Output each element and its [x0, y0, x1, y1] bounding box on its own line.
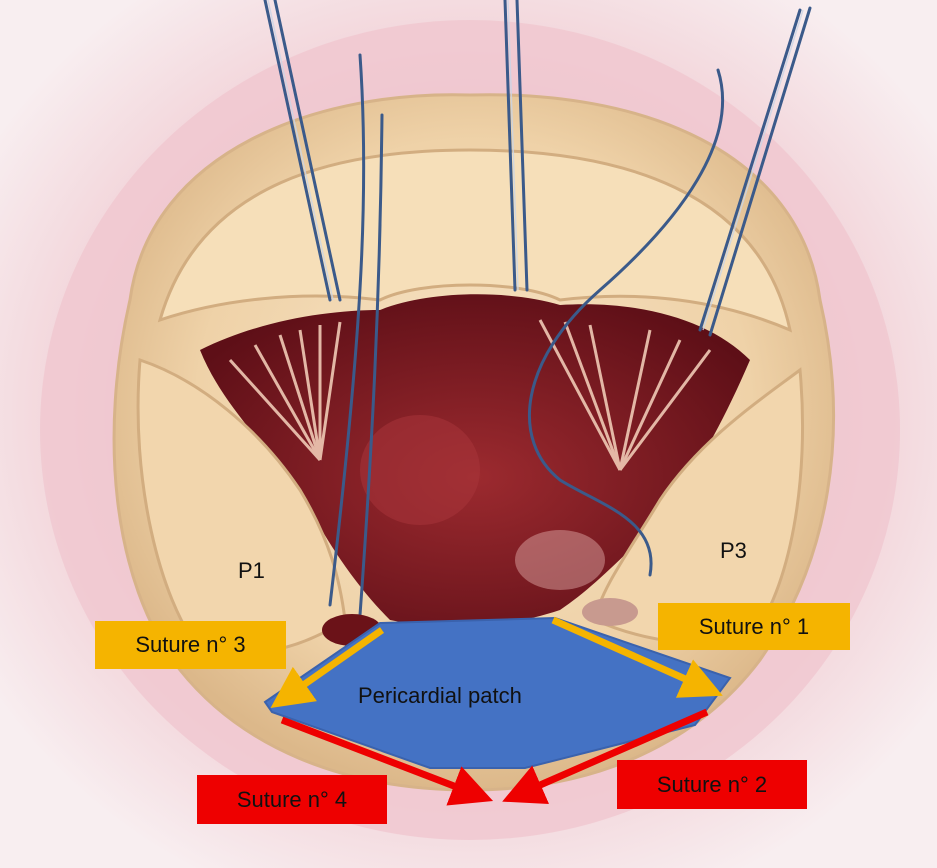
right-commissure-knot [582, 598, 638, 626]
chordae-left [228, 321, 342, 462]
suture-4-arrow [280, 716, 494, 806]
suture-1-label: Suture n° 1 [658, 603, 850, 650]
suture-3-arrow [270, 627, 385, 709]
suture-2-label: Suture n° 2 [617, 760, 807, 809]
suture-1-arrow [551, 616, 723, 698]
pericardial-patch-label: Pericardial patch [358, 683, 522, 708]
suture-4-label: Suture n° 4 [197, 775, 387, 824]
p1-label: P1 [238, 558, 265, 583]
pericardial-patch [263, 616, 732, 769]
chamber-highlight-2 [515, 530, 605, 590]
p3-label: P3 [720, 538, 747, 563]
suture-threads-light [267, 0, 804, 331]
suture-3-label: Suture n° 3 [95, 621, 286, 669]
suture-threads [263, 0, 812, 617]
chamber-highlight [360, 415, 480, 525]
suture-2-arrow [502, 708, 709, 805]
